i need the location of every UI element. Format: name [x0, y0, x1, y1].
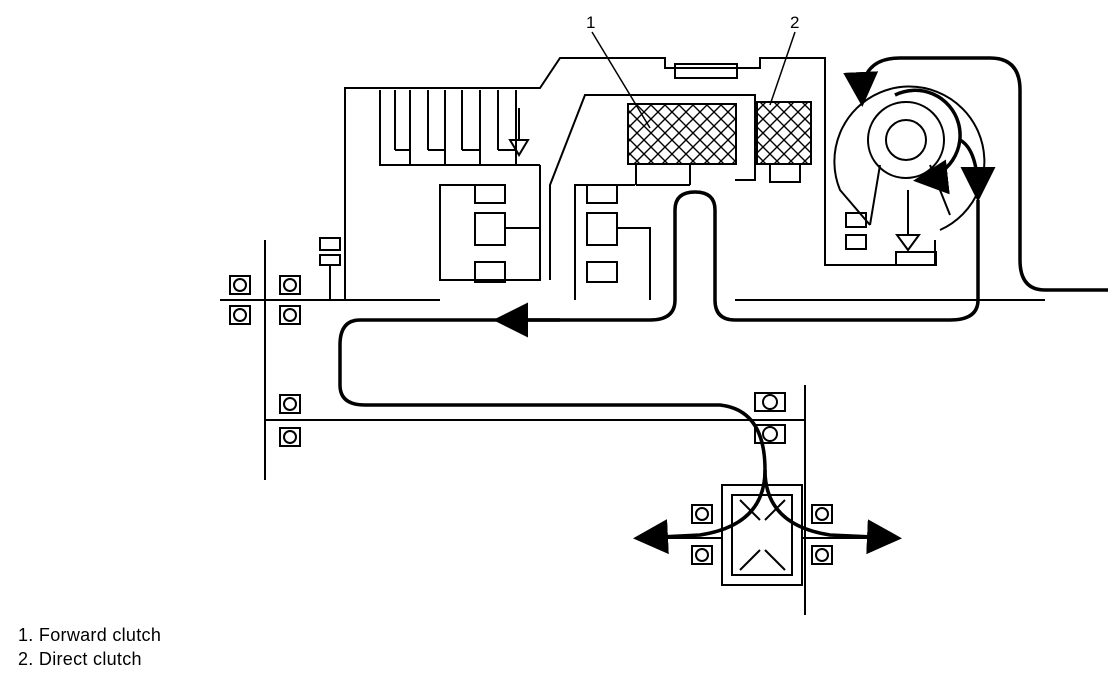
left-valve-symbol	[508, 108, 530, 157]
governor	[319, 237, 341, 251]
left-bearing-block-2	[474, 212, 506, 246]
left-bearing-block-3	[474, 261, 506, 283]
mid-bearing-block-2	[586, 212, 618, 246]
upper-output-shaft	[222, 240, 320, 480]
housing-outline	[344, 57, 936, 300]
forward-clutch-pack	[627, 103, 737, 165]
mid-bearing-block-1	[586, 184, 618, 204]
small-block-a	[845, 212, 867, 228]
legend: 1. Forward clutch 2. Direct clutch	[18, 623, 161, 671]
housing-top-tab	[674, 63, 738, 79]
flow-input	[843, 56, 1108, 292]
callout-leader-2	[769, 31, 796, 106]
mid-bearing-block-3	[586, 261, 618, 283]
callout-1: 1	[586, 13, 595, 32]
flow-down	[959, 138, 996, 202]
direct-clutch-pack	[756, 101, 812, 165]
legend-item-forward-clutch: 1. Forward clutch	[18, 625, 162, 645]
flow-split-left	[633, 469, 767, 555]
callout-2: 2	[790, 13, 799, 32]
flow-split-right	[763, 469, 902, 555]
left-clutch-plates	[379, 90, 540, 166]
flow-converter	[894, 88, 962, 195]
left-bearing-block-1	[474, 184, 506, 204]
inner-drum	[439, 165, 541, 281]
callout-leader-1	[591, 31, 651, 129]
torque-converter	[833, 85, 986, 266]
bearings	[229, 275, 833, 565]
flow-return	[338, 190, 980, 471]
legend-item-direct-clutch: 2. Direct clutch	[18, 649, 142, 669]
small-block-b	[845, 234, 867, 250]
